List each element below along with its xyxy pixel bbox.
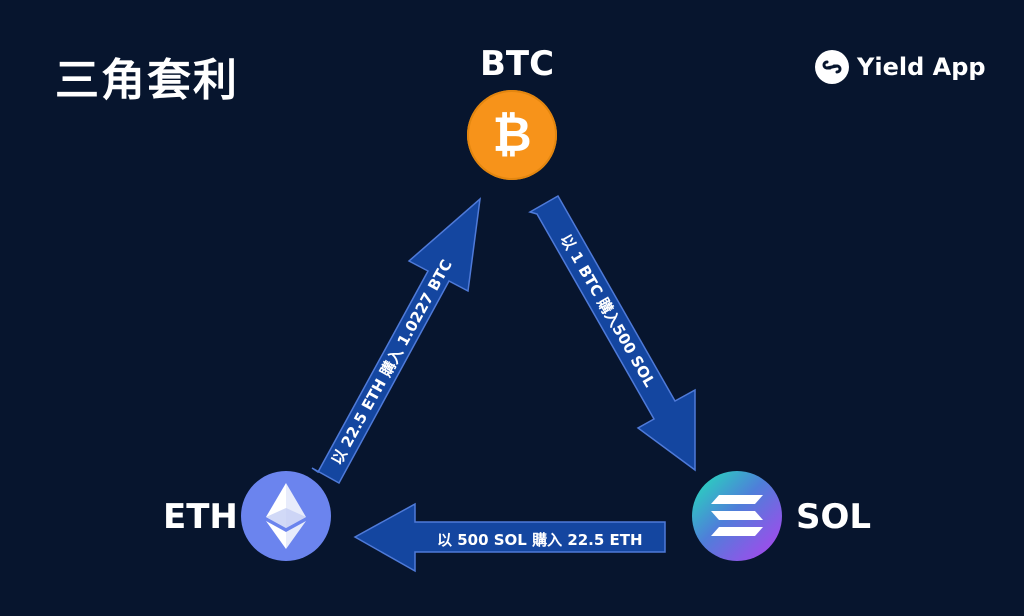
ethereum-icon xyxy=(241,471,331,561)
svg-text:₿: ₿ xyxy=(492,107,531,163)
brand-name: Yield App xyxy=(857,53,986,81)
bitcoin-icon: ₿ xyxy=(467,90,557,180)
arrow-btc-to-sol-label: 以 1 BTC 購入500 SOL xyxy=(557,231,660,391)
arrow-eth-to-btc: 以 22.5 ETH 購入 1.0227 BTC xyxy=(311,197,482,485)
arrow-sol-to-eth: 以 500 SOL 購入 22.5 ETH xyxy=(353,502,666,573)
arrow-btc-to-sol: 以 1 BTC 購入500 SOL xyxy=(528,194,696,472)
eth-label: ETH xyxy=(163,497,238,537)
brand-logo: Yield App xyxy=(815,50,986,84)
btc-label: BTC xyxy=(480,44,555,84)
arrow-eth-to-btc-label: 以 22.5 ETH 購入 1.0227 BTC xyxy=(328,257,456,468)
arrow-sol-to-eth-label: 以 500 SOL 購入 22.5 ETH xyxy=(437,531,643,549)
solana-icon xyxy=(692,471,782,561)
page-title: 三角套利 xyxy=(55,55,239,106)
sol-label: SOL xyxy=(796,497,872,537)
link-chain-icon xyxy=(815,50,849,84)
